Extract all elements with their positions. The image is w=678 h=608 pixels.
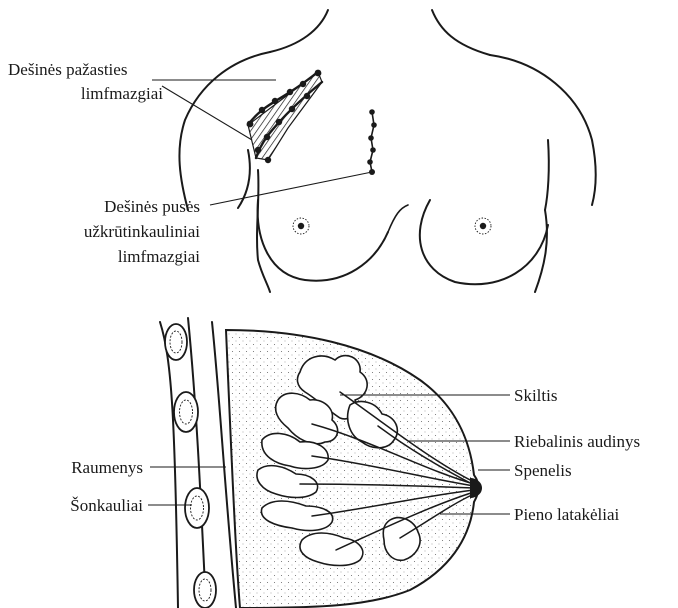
right-breast-outline (420, 200, 548, 284)
internal-mammary-label-line3: limfmazgiai (118, 247, 200, 266)
milk-ducts-label: Pieno latakėliai (514, 505, 620, 524)
rib (174, 392, 198, 432)
nipple-label: Spenelis (514, 461, 572, 480)
axillary-nodes-label-line2: limfmazgiai (81, 84, 163, 103)
nipple-tip (470, 478, 482, 498)
muscle-band-inner (188, 318, 206, 608)
neck-right-outline (432, 10, 490, 55)
rib (194, 572, 216, 608)
ribs-label: Šonkauliai (70, 496, 143, 515)
torso-figure (152, 10, 596, 292)
left-nipple (293, 218, 309, 234)
internal-mammary-lymph-nodes (367, 109, 377, 175)
cleavage-line (388, 205, 408, 232)
axillary-nodes-label-line1: Dešinės pažasties (8, 60, 127, 79)
muscles-label: Raumenys (71, 458, 143, 477)
lobule-label: Skiltis (514, 386, 557, 405)
right-armpit-outline (545, 140, 549, 210)
muscle-band-outer (160, 322, 178, 608)
internal-mammary-leader (210, 172, 372, 205)
internal-mammary-label-line1: Dešinės pusės (104, 197, 200, 216)
rib (185, 488, 209, 528)
breast-cross-section (148, 318, 510, 608)
fatty-tissue-label: Riebalinis audinys (514, 432, 640, 451)
right-shoulder-outline (490, 55, 596, 205)
neck-left-outline (270, 10, 328, 52)
axillary-leader-diagonal (162, 86, 252, 140)
axillary-lymph-nodes (247, 70, 322, 164)
ribs-column (165, 324, 216, 608)
left-breast-outline (258, 200, 388, 281)
right-nipple (475, 218, 491, 234)
rib (165, 324, 187, 360)
internal-mammary-label-line2: užkrūtinkauliniai (84, 222, 200, 241)
right-torso-side (535, 210, 547, 292)
